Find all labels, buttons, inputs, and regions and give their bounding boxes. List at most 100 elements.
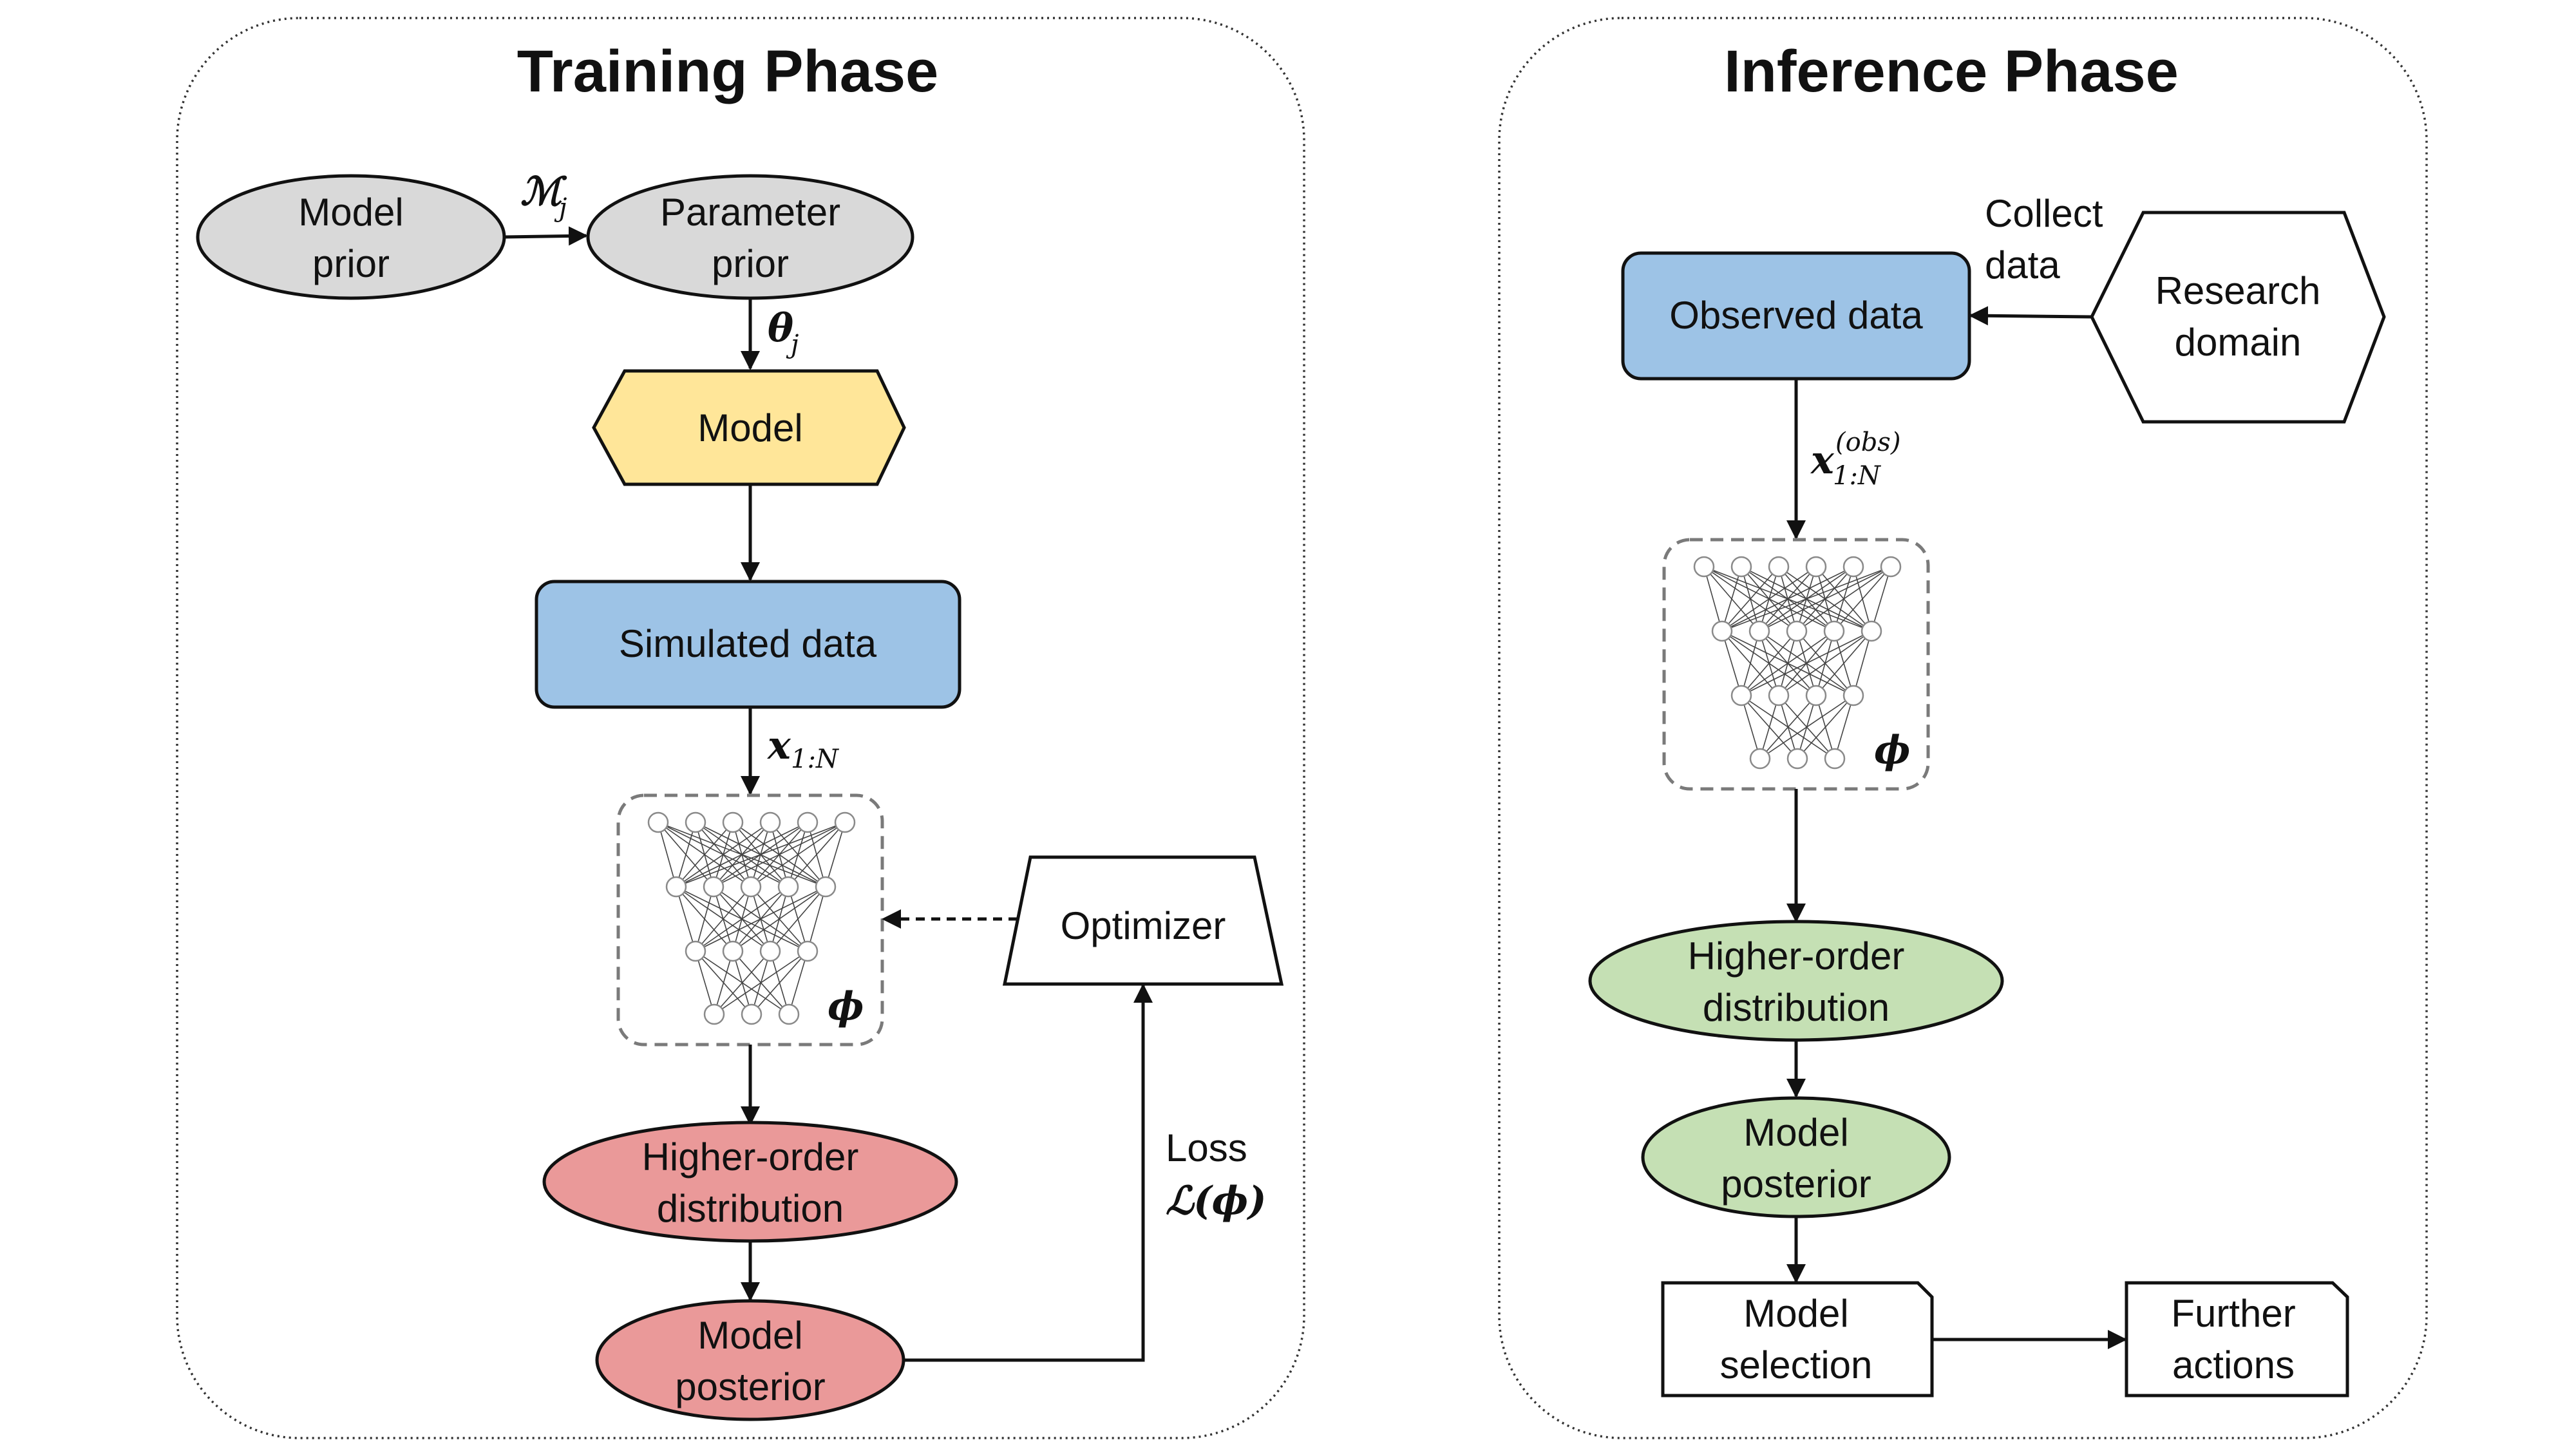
higher-order-inference-label-line2: distribution — [1703, 986, 1889, 1029]
network-neuron — [1768, 685, 1790, 706]
network-connection — [750, 822, 846, 887]
x-subscript: 1:N — [791, 744, 840, 774]
network-connection — [695, 951, 715, 1015]
loss-expression: ℒ(ϕ) — [1166, 1179, 1266, 1224]
network-connection — [1759, 695, 1779, 759]
network-connection — [1721, 566, 1779, 632]
observed-data-label: Observed data — [1669, 294, 1923, 337]
edge-research-domain-to-observed-data — [1969, 306, 2092, 326]
training-phase-title: Training Phase — [517, 39, 938, 104]
network-neuron — [834, 811, 856, 833]
network-connection — [658, 822, 677, 887]
model-prior-node: Model prior — [196, 174, 506, 300]
network-connection — [1759, 695, 1854, 759]
network-connection — [695, 886, 714, 952]
higher-order-inference-label-line1: Higher-order — [1688, 934, 1905, 978]
simulated-data-label: Simulated data — [619, 622, 877, 665]
model-posterior-inference-node: Model posterior — [1641, 1096, 1951, 1218]
edge-label-x-obs: x (obs) 1:N — [1810, 428, 1900, 491]
network-connection — [676, 822, 771, 887]
network-neuron — [685, 811, 706, 833]
network-connection — [1703, 566, 1723, 632]
network-connection — [770, 886, 826, 952]
network-neuron — [703, 1003, 725, 1025]
model-posterior-training-label-line2: posterior — [675, 1365, 825, 1408]
network-neuron — [1693, 556, 1715, 578]
network-connection — [1741, 630, 1760, 696]
network-neuron — [647, 811, 669, 833]
network-neuron — [1730, 556, 1752, 578]
higher-order-training-label-line2: distribution — [657, 1187, 844, 1230]
inference-network-box — [1662, 538, 1930, 791]
network-connection — [676, 886, 696, 952]
optimizer-node: Optimizer — [1002, 855, 1284, 986]
x-obs-symbol: x — [1810, 438, 1835, 483]
network-neuron — [797, 811, 819, 833]
network-connection — [1759, 695, 1817, 759]
model-posterior-training-node: Model posterior — [595, 1299, 905, 1421]
research-domain-label-line2: domain — [2175, 321, 2302, 364]
higher-order-distribution-training-node: Higher-order distribution — [542, 1121, 958, 1243]
edge-label-x: x 1:N — [766, 723, 840, 774]
optimizer-label: Optimizer — [1061, 904, 1226, 947]
network-connection — [1721, 566, 1817, 632]
parameter-prior-label-line1: Parameter — [660, 191, 840, 234]
network-connection — [1834, 695, 1854, 759]
further-actions-label-line2: actions — [2172, 1343, 2295, 1387]
network-neuron — [1842, 685, 1864, 706]
network-neuron — [1749, 748, 1771, 770]
network-connection — [714, 951, 771, 1015]
inference-phi-label: ϕ — [1874, 728, 1910, 773]
collect-data-label-line1: Collect — [1985, 192, 2103, 235]
network-neuron — [741, 1003, 762, 1025]
network-connection — [1759, 566, 1891, 632]
training-phi-label: ϕ — [828, 984, 864, 1029]
network-connection — [732, 886, 826, 952]
network-connection — [695, 886, 789, 952]
observed-data-node: Observed data — [1621, 251, 1971, 381]
network-connection — [1721, 566, 1854, 632]
model-posterior-training-label-line1: Model — [697, 1314, 802, 1357]
network-neuron — [759, 811, 781, 833]
network-connection — [713, 822, 846, 887]
network-connection — [1741, 695, 1761, 759]
network-connection — [695, 886, 752, 952]
network-neuron — [1842, 556, 1864, 578]
network-neuron — [1786, 748, 1808, 770]
network-connection — [1797, 695, 1854, 759]
network-connection — [1721, 566, 1891, 632]
network-neuron — [1711, 620, 1733, 642]
network-connection — [676, 822, 696, 887]
network-connection — [1796, 566, 1891, 632]
collect-data-label-line2: data — [1985, 243, 2060, 287]
further-actions-node: Further actions — [2125, 1281, 2349, 1397]
network-neuron — [759, 940, 781, 962]
training-panel — [176, 17, 1305, 1439]
network-connection — [1741, 630, 1835, 696]
network-connection — [1853, 630, 1872, 696]
inference-panel — [1498, 17, 2428, 1439]
network-connection — [1721, 630, 1742, 696]
model-prior-label-line2: prior — [312, 242, 390, 285]
model-selection-node: Model selection — [1661, 1281, 1934, 1397]
network-connection — [676, 822, 808, 887]
network-connection — [1741, 630, 1797, 696]
network-neuron — [1786, 620, 1808, 642]
network-connection — [1871, 566, 1891, 632]
edge-posterior-to-optimizer-loss — [904, 983, 1153, 1362]
network-connection — [788, 951, 808, 1015]
higher-order-training-label-line1: Higher-order — [642, 1135, 859, 1179]
network-neuron — [722, 811, 744, 833]
network-neuron — [1748, 620, 1770, 642]
network-connection — [1778, 630, 1872, 696]
model-prior-label-line1: Model — [298, 191, 403, 234]
network-neuron — [1805, 556, 1827, 578]
edge-label-theta: θ j — [768, 306, 799, 359]
model-index-symbol: ℳ — [520, 169, 567, 214]
network-connection — [751, 951, 808, 1015]
x-symbol: x — [766, 723, 791, 768]
model-selection-label-line1: Model — [1743, 1292, 1848, 1335]
network-neuron — [1768, 556, 1790, 578]
parameter-prior-node: Parameter prior — [586, 174, 914, 300]
